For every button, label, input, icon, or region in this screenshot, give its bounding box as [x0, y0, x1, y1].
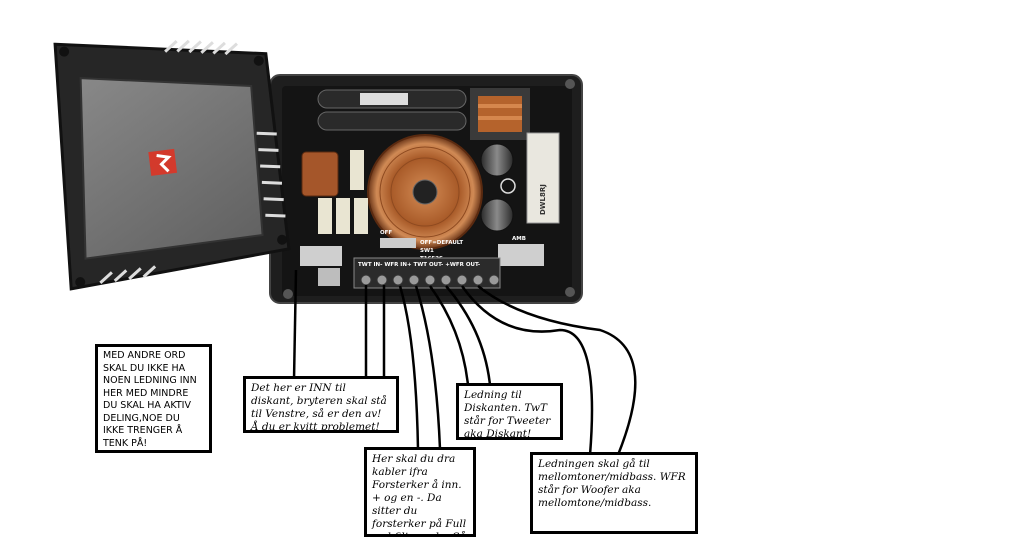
- inductor-copper: [478, 96, 522, 132]
- line-to-andre-note: [292, 269, 298, 381]
- cover-screw: [277, 234, 288, 245]
- screw-hole: [283, 289, 293, 299]
- inductor-stripe: [478, 116, 522, 120]
- terminal-screws: [360, 274, 500, 286]
- inductor-winding: [390, 157, 460, 227]
- resistor-bank: [318, 198, 332, 234]
- screw-hole: [565, 79, 575, 89]
- screw-hole: [565, 287, 575, 297]
- small-resistor: [350, 150, 364, 190]
- resistor-bank: [336, 198, 350, 234]
- fuse-block: [318, 268, 340, 286]
- switch-off-label: OFF: [380, 230, 392, 236]
- small-component: [498, 244, 544, 266]
- note-woofer-cable: Ledningen skal gå til mellomtoner/midbas…: [530, 452, 698, 534]
- cover-screw: [59, 46, 70, 57]
- annotation-lines: [292, 269, 637, 456]
- note-amplifier-cable: Her skal du dra kabler ifra Forsterker å…: [364, 447, 476, 537]
- terminal-block-label: TWT IN- WFR IN+ TWT OUT- +WFR OUT-: [358, 262, 480, 268]
- film-capacitor: [317, 111, 467, 131]
- electrolytic-capacitor: [480, 143, 514, 177]
- small-inductor: [301, 151, 339, 197]
- line-to-forsterker-a: [398, 285, 420, 450]
- ck-logo-icon: [500, 178, 516, 194]
- note-tweeter-cable: Ledning til Diskanten. TwT står for Twee…: [456, 383, 563, 440]
- cement-resistor: [526, 132, 560, 224]
- inductor-center: [412, 179, 438, 205]
- line-to-tweeter-a: [428, 285, 470, 386]
- inductor-winding: [379, 146, 471, 238]
- note-tweeter-input-switch: Det her er INN til diskant, bryteren ska…: [243, 376, 399, 433]
- cover-screw: [253, 55, 264, 66]
- crossover-cover: [53, 39, 291, 291]
- note-no-cable-input: MED ANDRE ORD SKAL DU IKKE HA NOEN LEDNI…: [95, 344, 212, 453]
- inductor-stripe: [478, 104, 522, 108]
- electrolytic-capacitor: [480, 198, 514, 232]
- crossover-housing: DWL8RJ OFF OFF=DEFAULT SW1 T1652S AMB TW…: [269, 74, 583, 304]
- switch-default-label: OFF=DEFAULT: [420, 240, 463, 246]
- small-component: [300, 246, 342, 266]
- cap-label: [360, 93, 408, 105]
- cover-vents: [99, 39, 286, 285]
- line-to-forsterker-b: [414, 285, 442, 450]
- line-to-woofer-a: [460, 285, 594, 456]
- resistor-bank: [354, 198, 368, 234]
- switch-name-label: SW1: [420, 248, 434, 254]
- brand-logo-icon: [148, 148, 178, 176]
- line-to-woofer-b: [477, 285, 637, 456]
- resistor-label: DWL8RJ: [539, 184, 547, 215]
- line-to-tweeter-b: [445, 285, 492, 386]
- level-switch: [380, 238, 416, 248]
- amb-label: AMB: [512, 236, 526, 242]
- cover-screw: [75, 277, 86, 288]
